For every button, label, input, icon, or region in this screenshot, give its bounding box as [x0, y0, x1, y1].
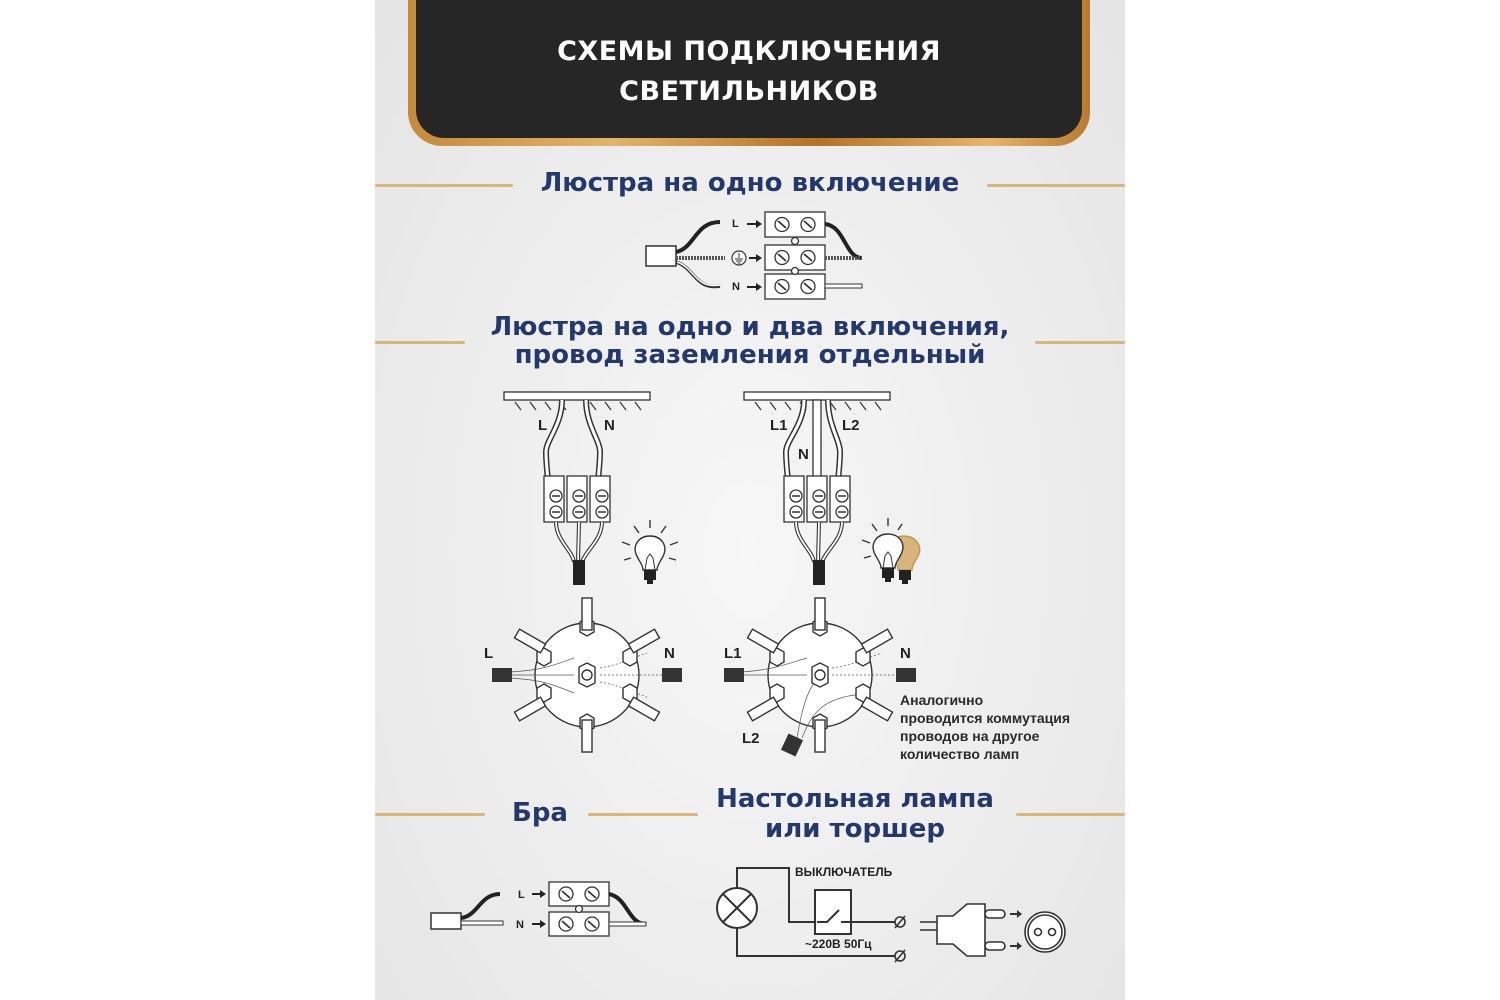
- divider-rule: [375, 813, 485, 816]
- banner-title-line-1: СХЕМЫ ПОДКЛЮЧЕНИЯ: [557, 36, 941, 67]
- label-l: L: [732, 218, 739, 230]
- banner-title-line-2: СВЕТИЛЬНИКОВ: [619, 76, 879, 107]
- svg-text:L2: L2: [742, 730, 760, 747]
- divider-rule: [375, 184, 513, 187]
- svg-text:N: N: [900, 645, 911, 662]
- svg-text:L1: L1: [724, 645, 742, 662]
- voltage-label: ~220В 50Гц: [805, 937, 872, 951]
- table-lamp-circuit-diagram: ВЫКЛЮЧАТЕЛЬ ~220В 50Гц: [716, 865, 1066, 963]
- single-switch-junction-diagram: L N: [484, 597, 682, 753]
- divider-rule: [588, 813, 698, 816]
- switch-label: ВЫКЛЮЧАТЕЛЬ: [795, 865, 893, 879]
- svg-text:N: N: [798, 446, 809, 463]
- svg-text:L: L: [484, 645, 493, 662]
- svg-text:L: L: [538, 417, 547, 434]
- divider-rule: [1035, 341, 1125, 344]
- svg-text:N: N: [664, 645, 675, 662]
- svg-text:N: N: [516, 919, 524, 931]
- note-line: количество ламп: [900, 746, 1020, 762]
- svg-text:L1: L1: [770, 417, 788, 434]
- note-line: проводов на другое: [900, 728, 1040, 744]
- note-line: Аналогично: [900, 692, 984, 708]
- label-n: N: [732, 281, 740, 293]
- section-title-double-line-1: Люстра на одно и два включения,: [490, 312, 1010, 342]
- two-lightbulbs-icon: [861, 518, 921, 584]
- section-title-sconce: Бра: [512, 798, 568, 828]
- note-line: проводится коммутация: [900, 710, 1071, 726]
- divider-rule: [375, 341, 465, 344]
- svg-text:N: N: [604, 417, 615, 434]
- divider-rule: [987, 184, 1125, 187]
- socket-icon: [1024, 911, 1066, 953]
- svg-text:L2: L2: [842, 417, 860, 434]
- plug-icon: [920, 903, 1006, 957]
- single-switch-chandelier-diagram: L N: [503, 391, 651, 585]
- title-banner: СХЕМЫ ПОДКЛЮЧЕНИЯ СВЕТИЛЬНИКОВ: [408, 0, 1090, 146]
- switch-icon: [814, 889, 852, 935]
- infographic-panel: [375, 0, 1125, 1000]
- ground-icon: [735, 253, 743, 264]
- svg-text:L: L: [518, 889, 525, 901]
- double-switch-chandelier-diagram: L1 L2 N: [743, 391, 891, 585]
- section-title-table-lamp-line-1: Настольная лампа: [716, 784, 994, 814]
- lightbulb-icon: [621, 520, 679, 584]
- section-title-table-lamp-line-2: или торшер: [765, 814, 945, 844]
- section-title-single: Люстра на одно включение: [540, 168, 960, 198]
- divider-rule: [1016, 813, 1125, 816]
- double-switch-junction-diagram: L1 N L2: [724, 597, 916, 757]
- single-switch-wiring-diagram: L N: [645, 211, 863, 300]
- note-text: Аналогично проводится коммутация проводо…: [900, 691, 1070, 763]
- sconce-wiring-diagram: L N: [430, 881, 647, 937]
- section-title-double-line-2: провод заземления отдельный: [514, 340, 986, 370]
